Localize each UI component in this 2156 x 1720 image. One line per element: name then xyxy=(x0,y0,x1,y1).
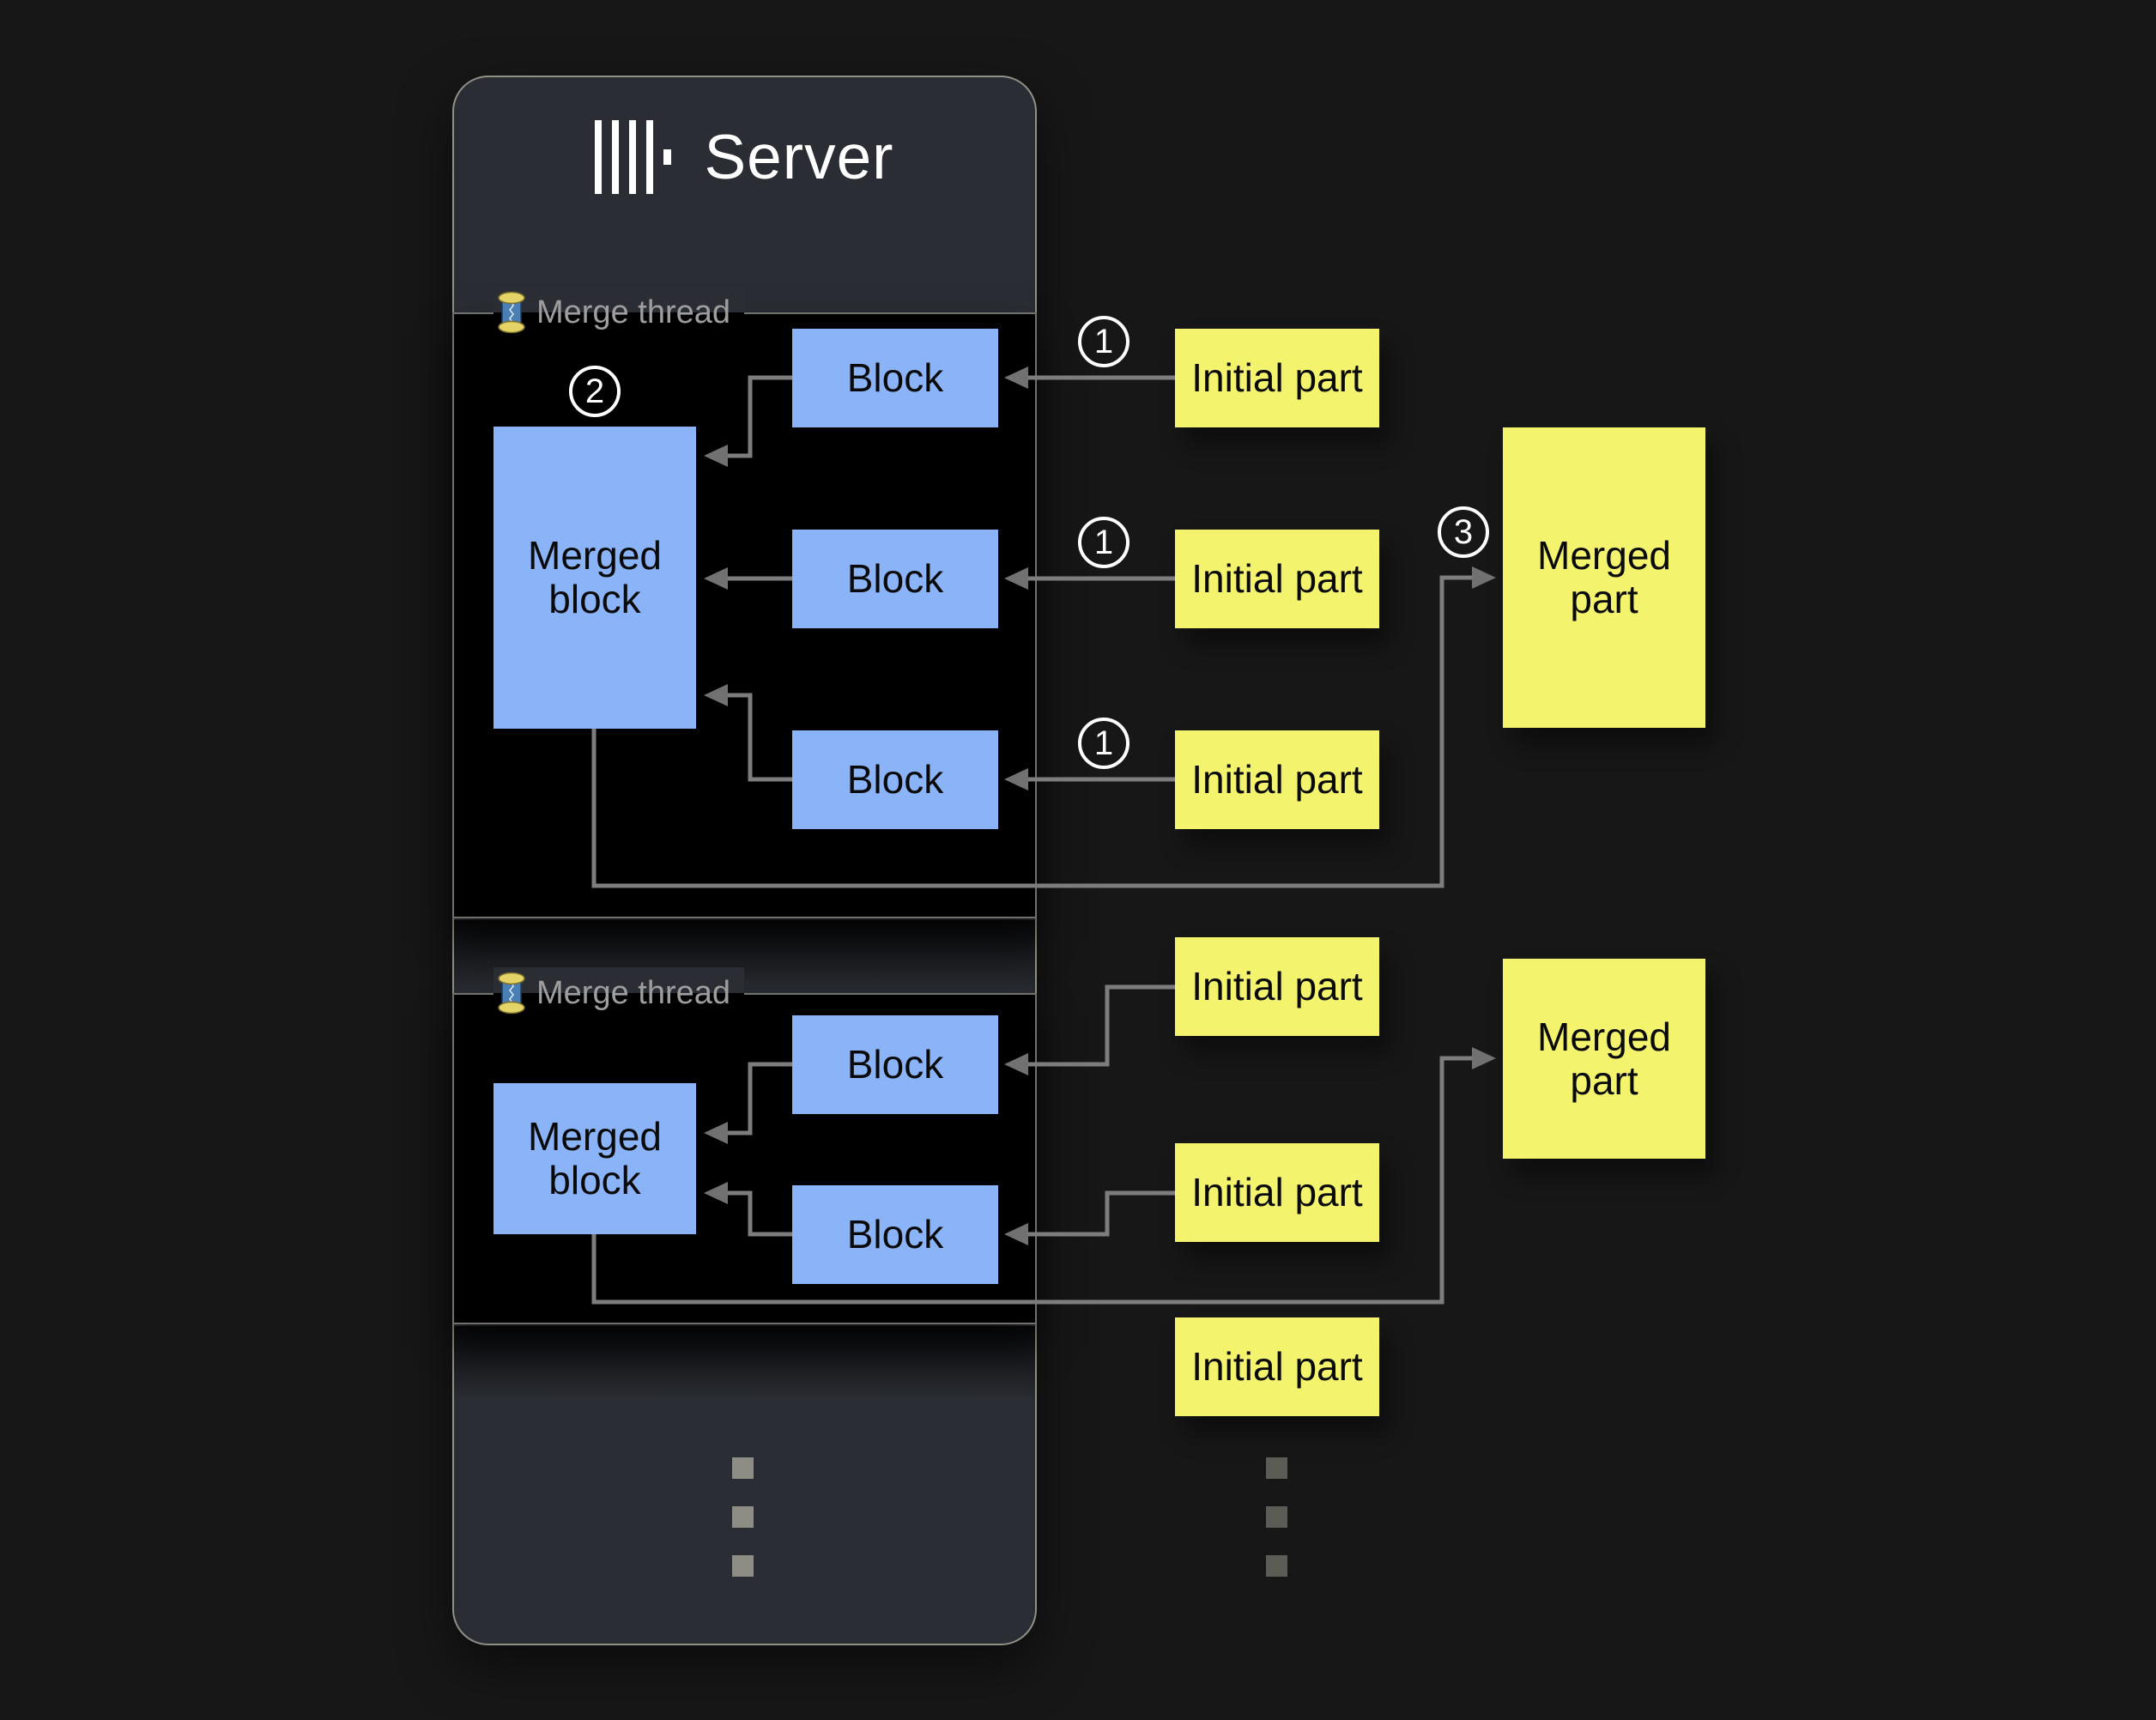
merge-thread-label-text: Merge thread xyxy=(536,294,731,330)
arrowhead xyxy=(1472,566,1496,589)
arrow-initialpart-to-block xyxy=(1027,1190,1175,1237)
step-2-marker: 2 xyxy=(569,366,621,417)
initial-part-2-2: Initial part xyxy=(1175,1143,1379,1242)
initial-part-2-3: Initial part xyxy=(1175,1317,1379,1416)
initial-part-1-1: Initial part xyxy=(1175,329,1379,427)
thread-spool-icon xyxy=(498,972,525,1014)
merge-thread-label-2: Merge thread xyxy=(494,967,745,1019)
merged-block-2: Merged block xyxy=(494,1083,696,1234)
arrowhead xyxy=(1472,1047,1496,1069)
block-2-2: Block xyxy=(792,1185,998,1284)
arrow-initialpart-to-block xyxy=(1027,984,1175,1067)
step-1-marker: 1 xyxy=(1078,517,1129,568)
thread-box-shadow xyxy=(454,1326,1035,1399)
merge-thread-label-text: Merge thread xyxy=(536,974,731,1011)
initial-part-1-2: Initial part xyxy=(1175,530,1379,628)
merge-thread-label-1: Merge thread xyxy=(494,287,745,338)
merged-block-1: Merged block xyxy=(494,427,696,729)
block-2-1: Block xyxy=(792,1015,998,1114)
initial-part-1-3: Initial part xyxy=(1175,730,1379,829)
server-title: Server xyxy=(704,122,894,192)
block-1-3: Block xyxy=(792,730,998,829)
server-header: Server xyxy=(452,110,1037,204)
block-1-2: Block xyxy=(792,530,998,628)
step-3-marker: 3 xyxy=(1438,506,1489,558)
clickhouse-logo-icon xyxy=(595,120,672,194)
merged-part-2: Merged part xyxy=(1503,959,1705,1159)
thread-spool-icon xyxy=(498,291,525,334)
initial-part-2-1: Initial part xyxy=(1175,937,1379,1036)
vertical-ellipsis-dots xyxy=(732,1457,754,1577)
merged-part-1: Merged part xyxy=(1503,427,1705,728)
block-1-1: Block xyxy=(792,329,998,427)
step-1-marker: 1 xyxy=(1078,718,1129,769)
step-1-marker: 1 xyxy=(1078,316,1129,367)
vertical-ellipsis-dots xyxy=(1266,1457,1287,1577)
